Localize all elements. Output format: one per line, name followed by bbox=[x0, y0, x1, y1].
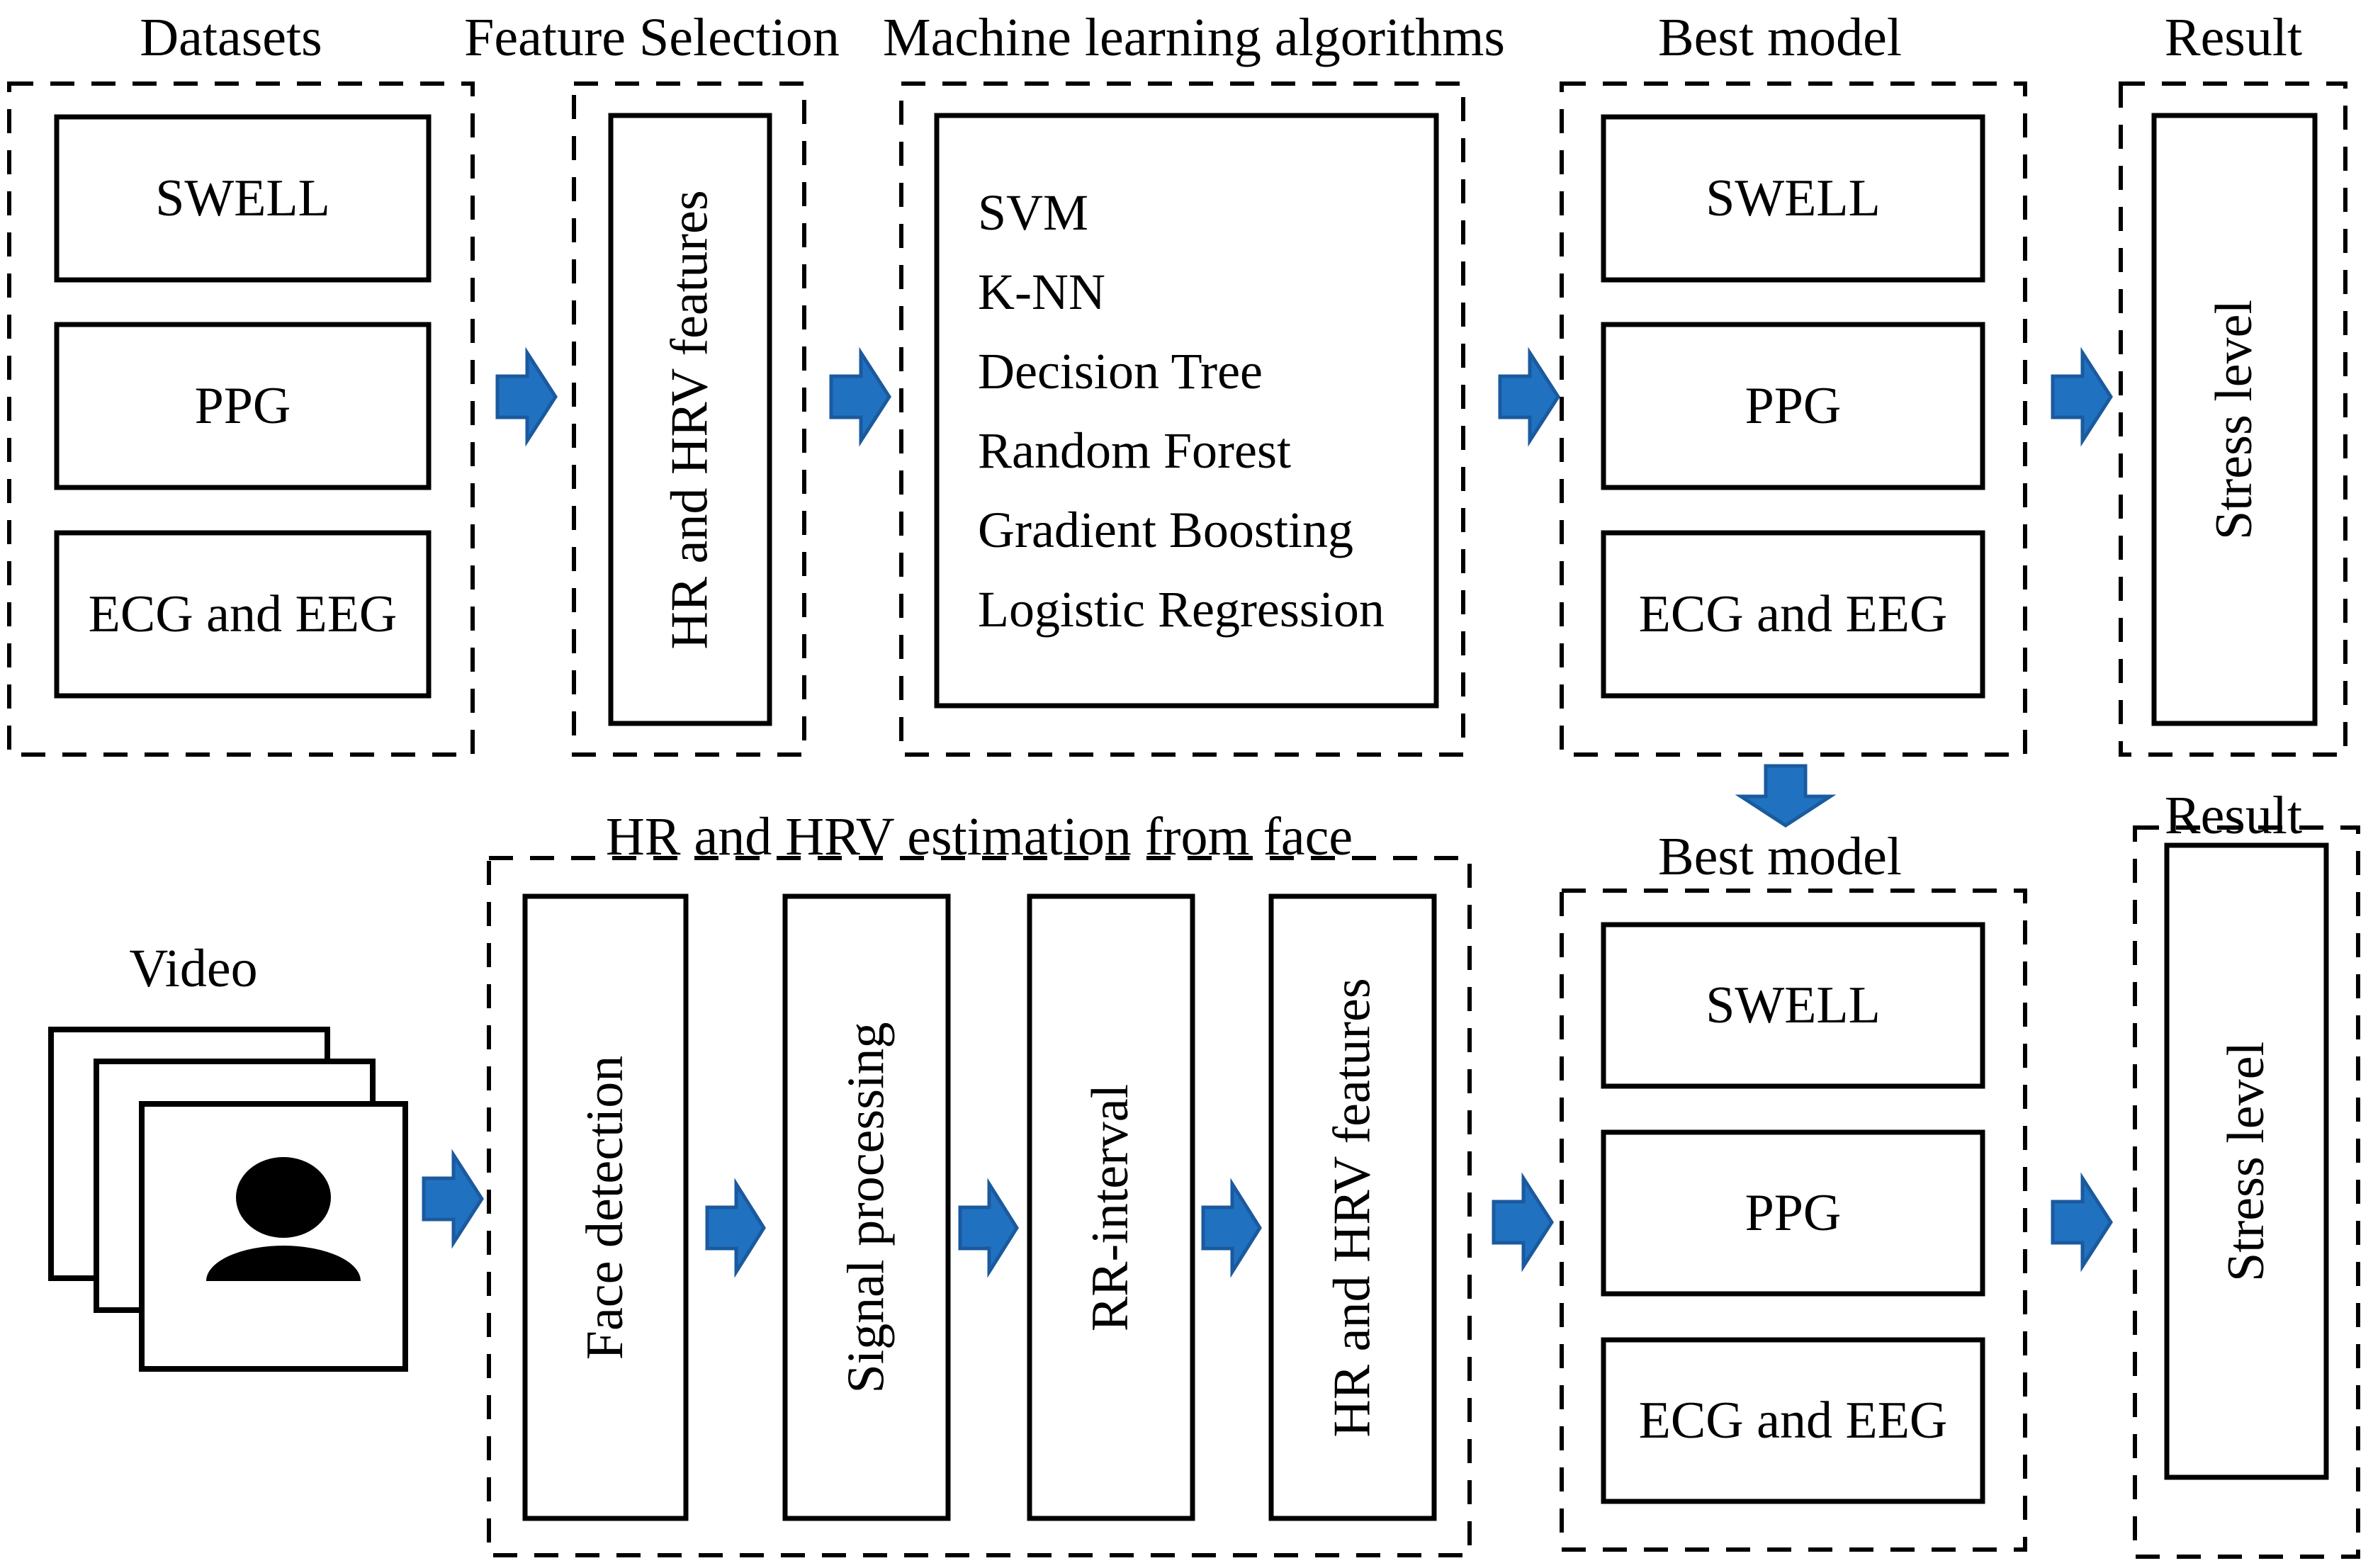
best-model-bottom-title: Best model bbox=[1657, 827, 1903, 886]
box-ml-algorithms bbox=[934, 113, 1439, 709]
rr-interval-label: RR-interval bbox=[1081, 1083, 1140, 1331]
result-top-title: Result bbox=[2164, 8, 2303, 67]
video-title: Video bbox=[129, 939, 258, 998]
arrow-down-best-model bbox=[1735, 764, 1837, 828]
arrow-feature-selection-to-ml bbox=[829, 346, 891, 447]
best-model-top-ecg-eeg-label: ECG and EEG bbox=[1638, 585, 1948, 643]
stress-level-bottom-label: Stress level bbox=[2217, 1041, 2276, 1282]
box-best-model-top-swell bbox=[1601, 114, 1985, 283]
box-best-model-top-ecg-eeg bbox=[1601, 530, 1985, 699]
arrow-best-model-to-result-top bbox=[2051, 346, 2113, 447]
person-shoulders bbox=[206, 1246, 361, 1281]
face-detection-label: Face detection bbox=[576, 1055, 634, 1360]
datasets-ppg-label: PPG bbox=[194, 376, 291, 435]
arrow-signal-processing-to-rr-interval bbox=[958, 1178, 1019, 1278]
ml-item-svm: SVM bbox=[978, 184, 1089, 241]
box-best-model-bottom-ecg-eeg bbox=[1601, 1337, 1985, 1504]
person-icon bbox=[206, 1157, 361, 1281]
estimation-title: HR and HRV estimation from face bbox=[605, 807, 1353, 867]
panel-hr-hrv-estimation bbox=[487, 856, 1472, 1557]
stress-level-top-label: Stress level bbox=[2205, 299, 2264, 540]
hr-hrv-features-top-label: HR and HRV features bbox=[660, 189, 719, 650]
arrow-video-to-estimation bbox=[422, 1149, 484, 1249]
panel-datasets bbox=[7, 81, 475, 757]
box-datasets-ecg-eeg bbox=[54, 530, 432, 699]
datasets-ecg-eeg-label: ECG and EEG bbox=[88, 585, 398, 643]
box-best-model-bottom-swell bbox=[1601, 922, 1985, 1089]
arrow-estimation-to-best-model bbox=[1492, 1172, 1554, 1273]
panel-result-top bbox=[2119, 81, 2347, 757]
ml-item-knn: K-NN bbox=[978, 263, 1105, 320]
arrow-ml-to-best-model bbox=[1498, 346, 1560, 447]
box-rr-interval bbox=[1027, 893, 1195, 1521]
datasets-swell-label: SWELL bbox=[155, 169, 330, 227]
arrow-face-detection-to-signal-processing bbox=[705, 1178, 766, 1278]
ml-item-logistic-regression: Logistic Regression bbox=[978, 580, 1385, 638]
panel-best-model-top bbox=[1560, 81, 2027, 757]
box-stress-level-bottom bbox=[2164, 842, 2329, 1480]
arrow-datasets-to-feature-selection bbox=[495, 346, 558, 447]
best-model-bottom-swell-label: SWELL bbox=[1706, 976, 1881, 1034]
hr-hrv-features-bottom-label: HR and HRV features bbox=[1323, 977, 1382, 1438]
ml-item-gradient-boosting: Gradient Boosting bbox=[978, 501, 1353, 558]
signal-processing-label: Signal processing bbox=[837, 1021, 896, 1394]
datasets-title: Datasets bbox=[140, 8, 322, 67]
box-best-model-top-ppg bbox=[1601, 322, 1985, 490]
best-model-top-title: Best model bbox=[1657, 8, 1903, 67]
box-stress-level-top bbox=[2151, 113, 2318, 726]
panel-result-bottom bbox=[2133, 825, 2360, 1559]
panel-best-model-bottom bbox=[1560, 889, 2027, 1552]
arrow-rr-interval-to-hrv-features bbox=[1201, 1178, 1262, 1278]
result-bottom-title: Result bbox=[2164, 786, 2303, 845]
box-hr-hrv-features-bottom bbox=[1268, 893, 1437, 1521]
best-model-bottom-ecg-eeg-label: ECG and EEG bbox=[1638, 1391, 1948, 1450]
box-hr-hrv-features-top bbox=[608, 113, 772, 726]
box-datasets-ppg bbox=[54, 322, 432, 490]
person-head bbox=[236, 1157, 331, 1238]
box-best-model-bottom-ppg bbox=[1601, 1129, 1985, 1297]
ml-item-decision-tree: Decision Tree bbox=[978, 342, 1263, 400]
best-model-top-ppg-label: PPG bbox=[1744, 376, 1842, 435]
box-datasets-swell bbox=[54, 114, 432, 283]
best-model-top-swell-label: SWELL bbox=[1706, 169, 1881, 227]
feature-selection-title: Feature Selection bbox=[464, 8, 840, 67]
ml-algorithms-list: SVM K-NN Decision Tree Random Forest Gra… bbox=[937, 115, 1436, 706]
box-face-detection bbox=[522, 893, 689, 1521]
best-model-bottom-ppg-label: PPG bbox=[1744, 1183, 1842, 1242]
ml-item-random-forest: Random Forest bbox=[978, 422, 1291, 479]
arrow-best-model-to-result-bottom bbox=[2051, 1172, 2113, 1273]
ml-algorithms-title: Machine learning algorithms bbox=[883, 8, 1505, 67]
box-signal-processing bbox=[782, 893, 951, 1521]
